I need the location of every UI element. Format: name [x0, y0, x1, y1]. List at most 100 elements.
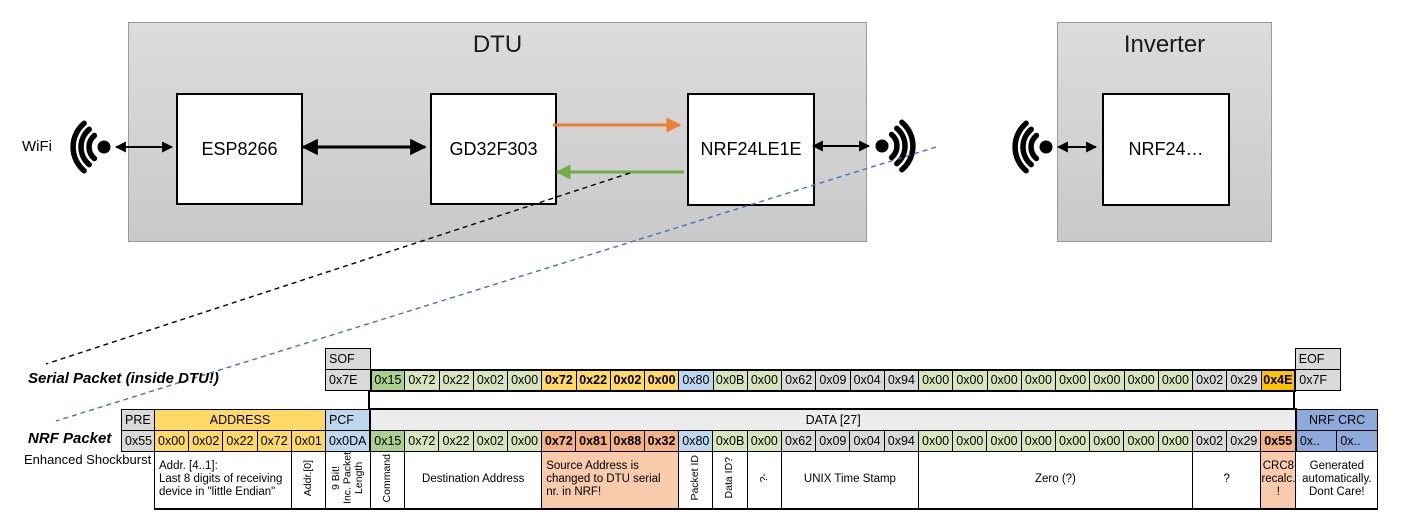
- serial-byte-cell: 0x94: [883, 368, 920, 392]
- annotation-cell: CRC8 recalc. !: [1260, 450, 1297, 510]
- serial-byte-cell: 0x00: [986, 368, 1022, 392]
- connector-left: [368, 389, 370, 409]
- serial-byte-cell: 0x72: [404, 368, 440, 392]
- annotation-cell: Addr. [4..1]: Last 8 digits of receiving…: [154, 450, 292, 510]
- inverter-wifi-icon: [1012, 120, 1053, 174]
- serial-byte-cell: 0x62: [780, 368, 817, 392]
- nrf-byte-cell: 0x00: [506, 429, 543, 452]
- nrf-byte-cell: 0x88: [609, 429, 645, 452]
- nrf-byte-cell: 0x22: [438, 429, 474, 452]
- pre-byte: 0x55: [121, 429, 155, 452]
- antenna-icon: [875, 119, 916, 173]
- nrf-byte-cell: 0x00: [917, 429, 954, 452]
- annotation-cell: Generated automatically. Dont Care!: [1295, 450, 1379, 510]
- pcf-byte: 0x0DA: [324, 429, 371, 452]
- annotation-cell: Zero (?): [917, 450, 1193, 510]
- nrf-byte-cell: 0x04: [849, 429, 885, 452]
- nrf-byte-cell: 0x02: [472, 429, 508, 452]
- annotation-cell: 9 Bit! Inc. Packet Length: [324, 450, 371, 510]
- pcf-header: PCF: [324, 408, 371, 431]
- serial-byte-cell: 0x22: [438, 368, 474, 392]
- nrf-byte-cell: 0x00: [746, 429, 782, 452]
- eof-byte: 0x7F: [1294, 369, 1341, 391]
- eof-header: EOF: [1294, 348, 1341, 370]
- serial-byte-cell: 0x02: [609, 368, 646, 392]
- nrf-byte-cell: 0x94: [883, 429, 919, 452]
- nrf-byte-cell: 0x00: [952, 429, 988, 452]
- annotation-cell: UNIX Time Stamp: [780, 450, 919, 510]
- serial-byte-cell: 0x00: [1054, 368, 1091, 392]
- chip-esp8266-label: ESP8266: [201, 138, 278, 159]
- annotation-spacer: [122, 451, 155, 509]
- serial-byte-cell: 0x00: [952, 368, 988, 392]
- serial-byte-cell: 0x4E: [1260, 368, 1297, 392]
- chip-nrf24-label: NRF24…: [1128, 139, 1204, 159]
- serial-byte-cell: 0x15: [369, 368, 406, 392]
- nrf-byte-cell: 0x62: [780, 429, 817, 452]
- serial-byte-cell: 0x0B: [712, 368, 748, 392]
- sof-header: SOF: [325, 348, 371, 370]
- serial-byte-cell: 0x09: [815, 368, 851, 392]
- wifi-icon: [70, 120, 111, 174]
- address-byte-cell: 0x72: [256, 429, 292, 452]
- nrf-byte-cell: 0x00: [1157, 429, 1193, 452]
- serial-byte-cell: 0x00: [1123, 368, 1159, 392]
- address-byte-cell: 0x02: [188, 429, 224, 452]
- serial-byte-cell: 0x02: [1191, 368, 1228, 392]
- serial-byte-cell: 0x00: [506, 368, 543, 392]
- chip-nrf24le1e: NRF24LE1E: [687, 93, 815, 206]
- chip-esp8266: ESP8266: [176, 93, 303, 205]
- nrf-byte-cell: 0x09: [815, 429, 851, 452]
- nrf-byte-cell: 0x72: [404, 429, 440, 452]
- chip-gd32f303-label: GD32F303: [449, 138, 538, 159]
- inverter-container: Inverter NRF24…: [1057, 22, 1272, 242]
- crc-byte-cell: 0x..: [1295, 429, 1338, 452]
- nrf-byte-cell: 0x80: [678, 429, 714, 452]
- annotation-cell: ?: [1191, 450, 1262, 510]
- serial-byte-cell: 0x04: [849, 368, 885, 392]
- annotation-cell: Source Address is changed to DTU serial …: [541, 450, 680, 510]
- nrf-byte-cell: 0x02: [1191, 429, 1228, 452]
- serial-byte-cell: 0x00: [917, 368, 954, 392]
- serial-byte-cell: 0x22: [575, 368, 611, 392]
- serial-byte-cell: 0x00: [1157, 368, 1194, 392]
- annotation-cell: ?-: [746, 450, 782, 510]
- address-byte-cell: 0x22: [222, 429, 258, 452]
- header-spacer: [371, 349, 1296, 370]
- serial-byte-cell: 0x00: [643, 368, 680, 392]
- annotation-cell: Packet ID: [678, 450, 714, 510]
- nrf-byte-cell: 0x32: [643, 429, 680, 452]
- data-header: DATA [27]: [369, 408, 1297, 431]
- nrf-byte-cell: 0x72: [541, 429, 577, 452]
- serial-byte-cell: 0x29: [1226, 368, 1262, 392]
- chip-nrf24le1e-label: NRF24LE1E: [700, 139, 802, 159]
- inverter-title: Inverter: [1123, 31, 1206, 58]
- pre-header: PRE: [121, 408, 155, 431]
- sof-byte: 0x7E: [325, 369, 371, 391]
- serial-byte-cell: 0x00: [1020, 368, 1057, 392]
- serial-byte-cell: 0x80: [678, 368, 714, 392]
- annotation-cell: Data ID?: [712, 450, 748, 510]
- annotation-cell: Command: [369, 450, 406, 510]
- dtu-container: DTU ESP8266 GD32F303 NRF24LE1E: [128, 22, 867, 242]
- address-header: ADDRESS: [154, 408, 326, 431]
- address-byte-cell: 0x00: [153, 429, 190, 452]
- crc-byte-cell: 0x..: [1336, 429, 1379, 452]
- enhanced-shockburst-label: Enhanced Shockburst: [24, 452, 152, 467]
- nrf-byte-cell: 0x55: [1260, 429, 1297, 452]
- connector-right: [1293, 389, 1295, 409]
- nrf-byte-cell: 0x00: [1020, 429, 1056, 452]
- chip-gd32f303: GD32F303: [430, 93, 557, 205]
- chip-nrf24: NRF24…: [1102, 93, 1230, 206]
- nrf-byte-cell: 0x81: [575, 429, 611, 452]
- dtu-title: DTU: [472, 31, 523, 58]
- wifi-label: WiFi: [22, 138, 52, 155]
- serial-packet-label: Serial Packet (inside DTU!): [28, 370, 219, 387]
- nrf-byte-cell: 0x29: [1226, 429, 1262, 452]
- nrf-byte-cell: 0x00: [986, 429, 1022, 452]
- serial-byte-cell: 0x00: [1089, 368, 1125, 392]
- nrf-byte-cell: 0x00: [1089, 429, 1125, 452]
